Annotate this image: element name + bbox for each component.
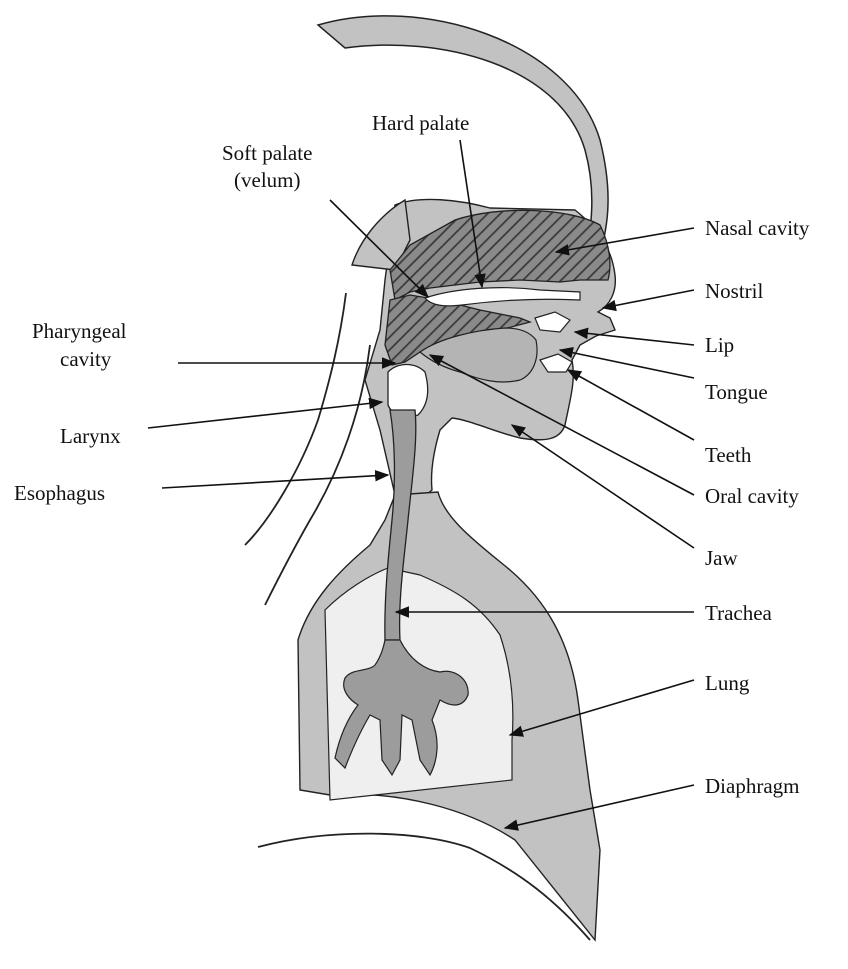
label-tongue: Tongue xyxy=(705,380,768,404)
label-hard-palate: Hard palate xyxy=(372,111,469,135)
pointer-jaw xyxy=(512,425,694,548)
pointer-teeth xyxy=(568,370,694,440)
label-pharyngeal-line2: cavity xyxy=(60,347,112,371)
label-lung: Lung xyxy=(705,671,750,695)
label-nostril: Nostril xyxy=(705,279,764,303)
pointer-esophagus xyxy=(162,475,388,488)
label-jaw: Jaw xyxy=(705,546,738,570)
label-teeth: Teeth xyxy=(705,443,752,467)
label-soft-palate-line1: Soft palate xyxy=(222,141,312,165)
neck-back-curve-1 xyxy=(245,293,346,545)
label-lip: Lip xyxy=(705,333,734,357)
label-diaphragm: Diaphragm xyxy=(705,774,799,798)
label-oral-cavity: Oral cavity xyxy=(705,484,799,508)
label-larynx: Larynx xyxy=(60,424,121,448)
label-trachea: Trachea xyxy=(705,601,773,625)
label-nasal-cavity: Nasal cavity xyxy=(705,216,810,240)
pointer-nostril xyxy=(603,290,694,308)
larynx-shape xyxy=(388,365,428,417)
pointer-larynx xyxy=(148,402,382,428)
label-soft-palate-line2: (velum) xyxy=(234,168,300,192)
label-pharyngeal-line1: Pharyngeal xyxy=(32,319,127,343)
pointer-tongue xyxy=(560,350,694,378)
label-esophagus: Esophagus xyxy=(14,481,105,505)
